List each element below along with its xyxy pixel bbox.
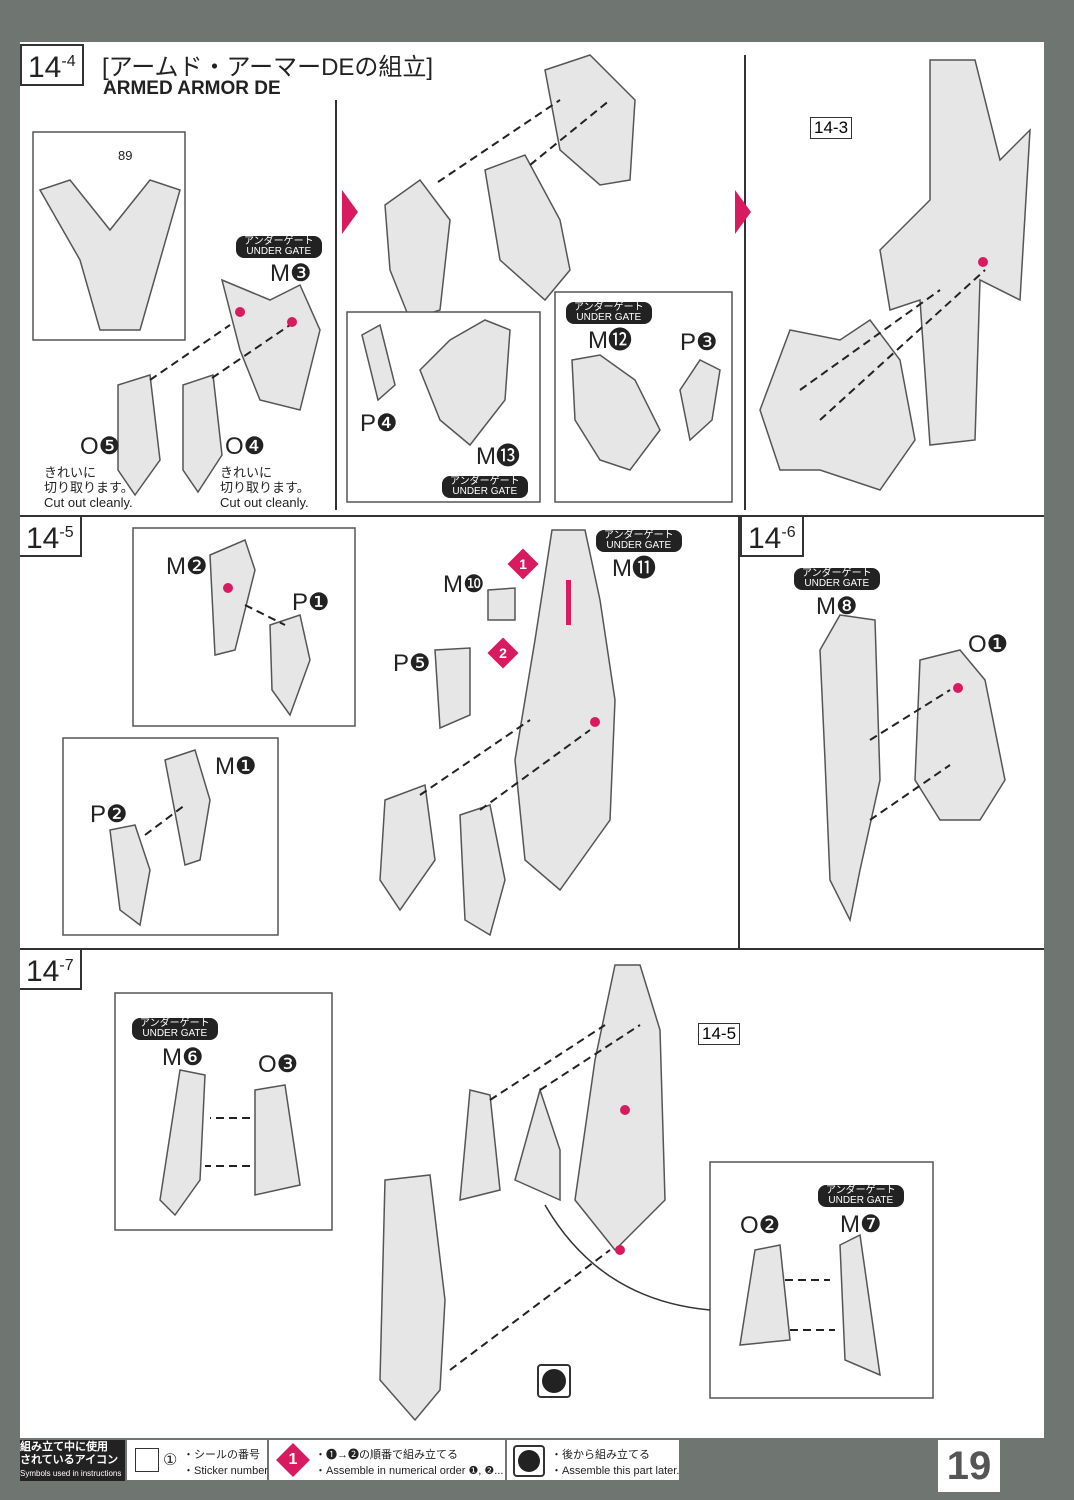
part-label-p2: P❷ xyxy=(90,801,128,828)
part-label-m8: M❽ xyxy=(816,593,858,620)
section-title-en: ARMED ARMOR DE xyxy=(103,78,281,99)
step-number: 14 xyxy=(28,51,62,84)
step-number-14-4: 14-4 xyxy=(20,44,84,86)
legend-sticker-jp: ・シールの番号 xyxy=(183,1449,260,1461)
legend-title-jp1: 組み立て中に使用 xyxy=(20,1441,108,1453)
part-label-m11: M⓫ xyxy=(612,555,656,582)
part-label-o4: O❹ xyxy=(225,433,266,460)
part-label-p4: P❹ xyxy=(360,410,398,437)
legend-order: 1 ・❶→❷の順番で組み立てる ・Assemble in numerical o… xyxy=(269,1440,505,1480)
part-label-m3: M❸ xyxy=(270,260,312,287)
part-label-o3: O❸ xyxy=(258,1051,299,1078)
legend-title-jp2: されているアイコン xyxy=(20,1454,119,1466)
legend-title-en: Symbols used in instructions xyxy=(20,1469,122,1478)
divider xyxy=(738,515,740,948)
order-icon: 1 xyxy=(276,1443,310,1477)
reference-step-14-3: 14-3 xyxy=(810,117,853,139)
divider xyxy=(335,100,337,510)
step-number-14-6: 14-6 xyxy=(740,517,804,557)
legend-title: 組み立て中に使用されているアイコン Symbols used in instruc… xyxy=(20,1440,125,1481)
reference-step-14-5: 14-5 xyxy=(698,1023,741,1045)
order-mark-1: 1 xyxy=(507,548,539,580)
part-label-p1: P❶ xyxy=(292,589,330,616)
divider xyxy=(744,55,746,510)
part-label-o5: O❺ xyxy=(80,433,121,460)
step-sub: -4 xyxy=(61,53,76,70)
legend-later-jp: ・後から組み立てる xyxy=(551,1449,650,1461)
legend-sticker-en: ・Sticker number xyxy=(183,1465,268,1477)
order-mark-2: 2 xyxy=(487,637,519,669)
sticker-icon xyxy=(135,1448,159,1472)
part-label-p3: P❸ xyxy=(680,329,718,356)
step-number-14-7: 14-7 xyxy=(20,950,82,990)
part-label-p5: P❺ xyxy=(393,650,431,677)
part-label-o1: O❶ xyxy=(968,631,1009,658)
sticker-number-icon: ① xyxy=(163,1452,178,1469)
legend-later: ・後から組み立てる ・Assemble this part later. xyxy=(507,1440,679,1480)
part-label-m7: M❼ xyxy=(840,1211,882,1238)
divider xyxy=(20,948,1044,950)
part-label-m2: M❷ xyxy=(166,553,208,580)
assemble-later-icon xyxy=(537,1364,571,1398)
legend-order-en: ・Assemble in numerical order ❶, ❷... xyxy=(315,1465,504,1477)
part-label-m12: M⓬ xyxy=(588,327,632,354)
step-number-14-5: 14-5 xyxy=(20,517,82,557)
sticker-number: 89 xyxy=(118,148,133,163)
part-label-m6: M❻ xyxy=(162,1044,204,1071)
legend-later-en: ・Assemble this part later. xyxy=(551,1465,680,1477)
cut-note: きれいに切り取ります。Cut out cleanly. xyxy=(44,465,134,510)
part-label-o2: O❷ xyxy=(740,1212,781,1239)
divider xyxy=(20,515,1044,517)
legend-order-jp: ・❶→❷の順番で組み立てる xyxy=(315,1449,458,1461)
part-label-m10: M❿ xyxy=(443,571,485,598)
part-label-m13: M⓭ xyxy=(476,443,520,470)
cut-note: きれいに切り取ります。Cut out cleanly. xyxy=(220,465,310,510)
legend-sticker: ① ・シールの番号 ・Sticker number xyxy=(127,1440,268,1480)
page-number: 19 xyxy=(938,1440,1000,1492)
part-label-m1: M❶ xyxy=(215,753,257,780)
section-title-jp: [アームド・アーマーDEの組立] xyxy=(102,54,434,81)
assemble-later-icon xyxy=(513,1445,545,1477)
